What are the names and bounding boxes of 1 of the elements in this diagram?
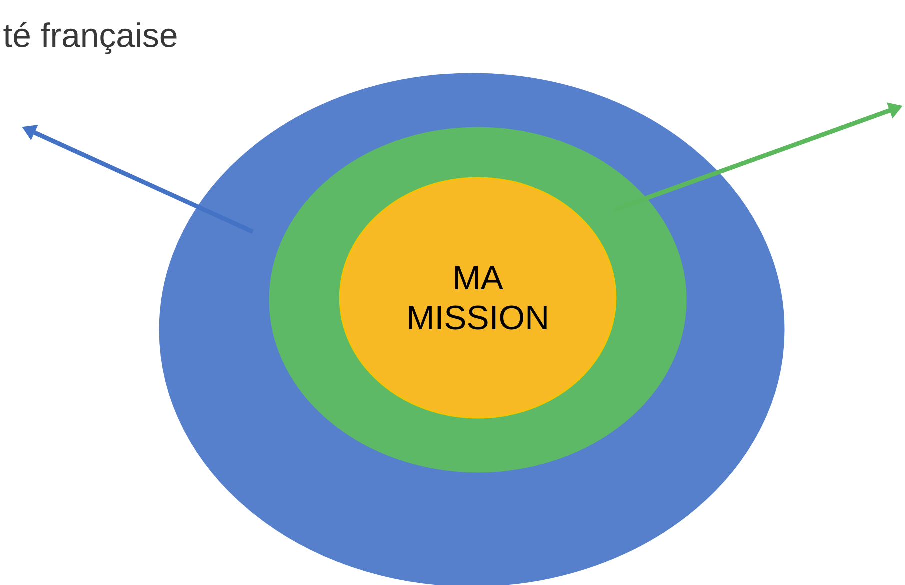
heading-text: té française [4,22,177,54]
